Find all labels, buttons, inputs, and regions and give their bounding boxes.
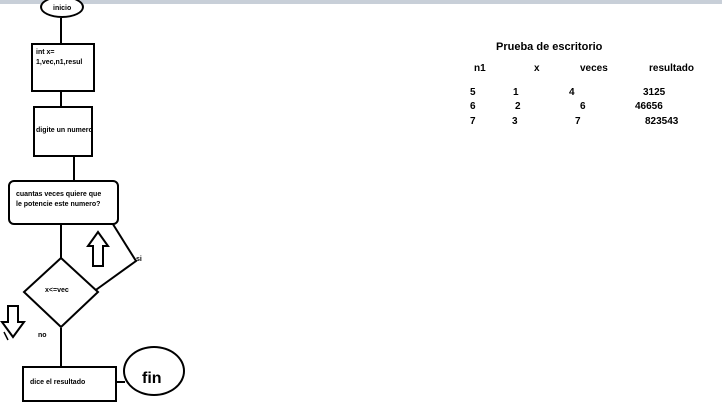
trace-table-title: Prueba de escritorio bbox=[496, 41, 603, 53]
end-label: fin bbox=[142, 370, 162, 387]
table-cell: 46656 bbox=[635, 101, 663, 112]
table-cell: 2 bbox=[515, 101, 521, 112]
end-circle bbox=[123, 346, 185, 396]
input-box bbox=[33, 106, 93, 157]
table-cell: 5 bbox=[470, 87, 476, 98]
header-veces: veces bbox=[580, 63, 608, 74]
output-text: dice el resultado bbox=[30, 379, 86, 386]
declaration-box bbox=[31, 43, 95, 92]
down-arrow-icon bbox=[0, 305, 26, 339]
table-cell: 3 bbox=[512, 116, 518, 127]
no-label: no bbox=[38, 332, 47, 339]
header-n1: n1 bbox=[474, 63, 486, 74]
prompt-box bbox=[8, 180, 119, 225]
yes-label: si bbox=[136, 256, 142, 263]
declaration-text: int x= 1,vec,n1,resul bbox=[36, 49, 83, 66]
start-label: inicio bbox=[53, 5, 72, 12]
start-oval bbox=[40, 0, 84, 18]
table-cell: 1 bbox=[513, 87, 519, 98]
table-cell: 4 bbox=[569, 87, 575, 98]
prompt-text: cuantas veces quiere que le potencie est… bbox=[16, 191, 102, 208]
table-cell: 6 bbox=[580, 101, 586, 112]
table-cell: 7 bbox=[575, 116, 581, 127]
header-x: x bbox=[534, 63, 540, 74]
table-cell: 6 bbox=[470, 101, 476, 112]
header-resultado: resultado bbox=[649, 63, 695, 74]
table-cell: 3125 bbox=[643, 87, 666, 98]
input-text: digite un numero bbox=[36, 127, 93, 134]
decision-text: x<=vec bbox=[45, 287, 69, 294]
decision-diamond bbox=[22, 256, 100, 329]
table-cell: 823543 bbox=[645, 116, 679, 127]
output-box bbox=[22, 366, 117, 402]
table-cell: 7 bbox=[470, 116, 476, 127]
up-arrow-icon bbox=[86, 230, 110, 267]
window-top-strip bbox=[0, 0, 722, 4]
